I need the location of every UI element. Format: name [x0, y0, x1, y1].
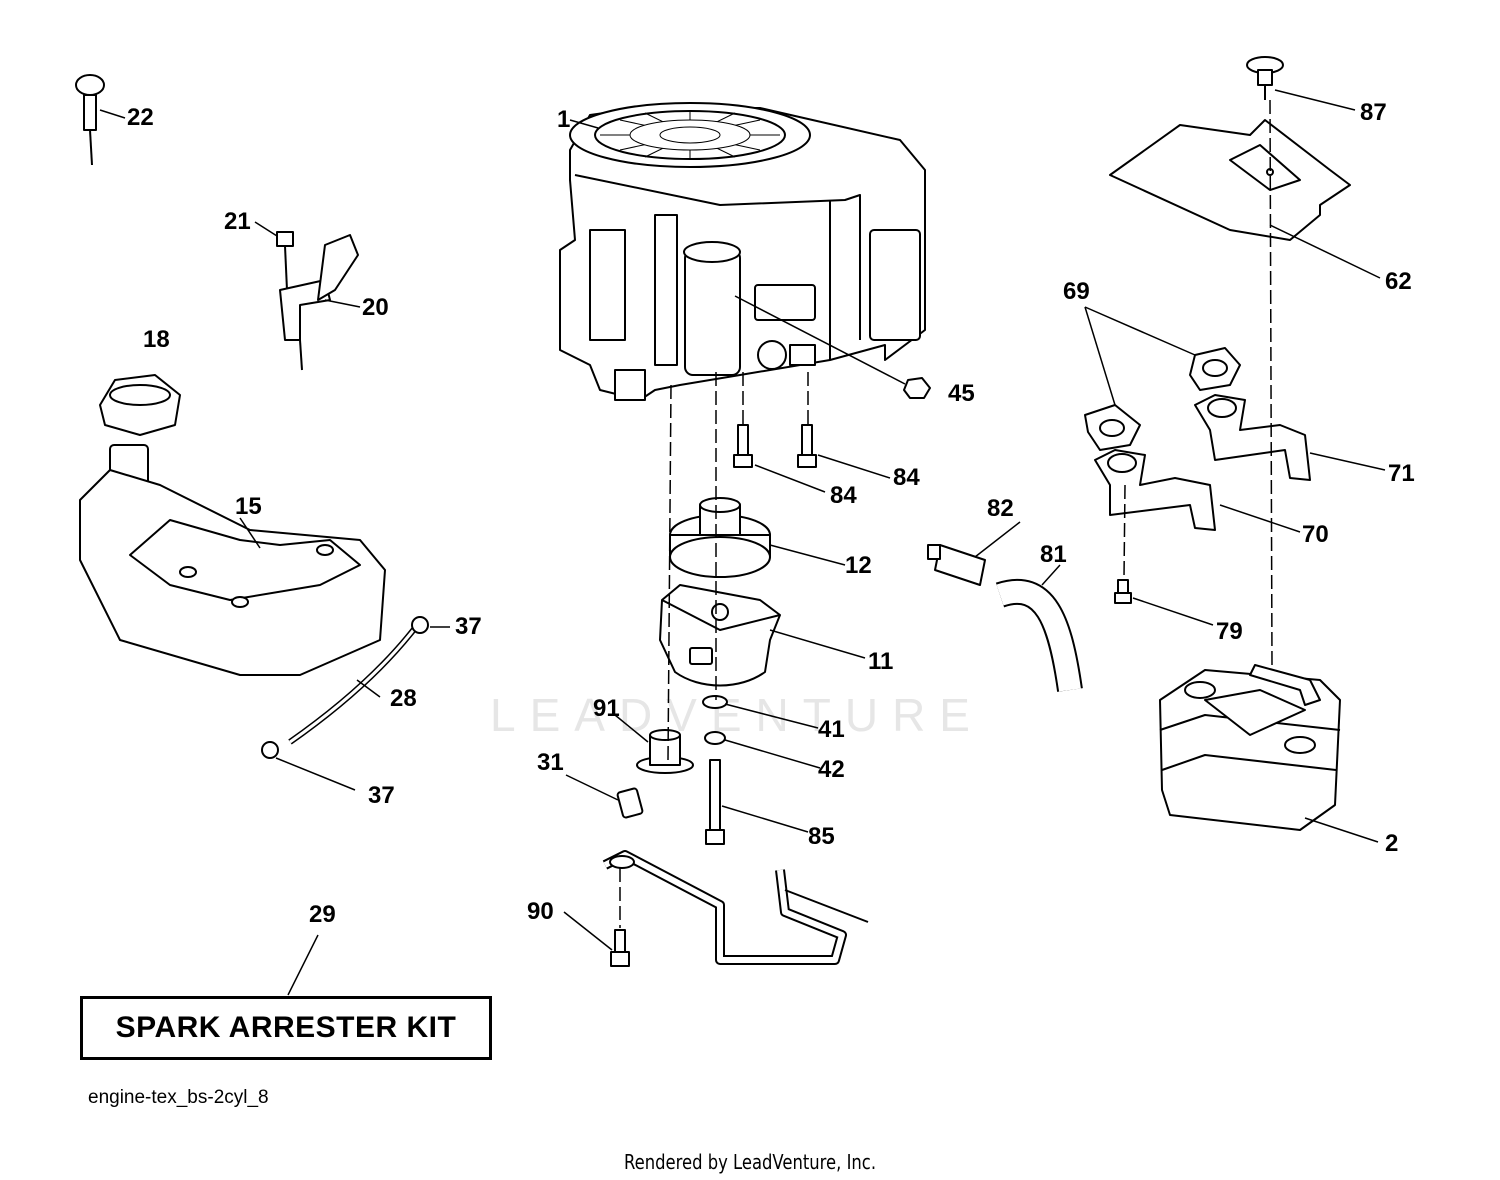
clutch-part — [659, 584, 781, 687]
callout-29: 29 — [309, 901, 336, 928]
callout-21: 21 — [224, 208, 251, 235]
fuel-filter-part — [927, 544, 1083, 692]
fuel-line-part — [261, 616, 429, 759]
bolt-part-87 — [1246, 56, 1284, 100]
spark-arrester-kit-label: SPARK ARRESTER KIT — [115, 1011, 457, 1044]
watermark: LEADVENTURE — [490, 689, 984, 741]
callout-12: 12 — [845, 552, 872, 579]
callout-62: 62 — [1385, 268, 1412, 295]
callout-37-bottom: 37 — [368, 782, 395, 809]
callout-42: 42 — [818, 756, 845, 783]
callout-85: 85 — [808, 823, 835, 850]
rendered-by-footer: Rendered by LeadVenture, Inc. — [623, 1150, 877, 1174]
pulley-part — [669, 497, 771, 578]
callout-84-right: 84 — [893, 464, 920, 491]
callout-71: 71 — [1388, 460, 1415, 487]
plug-part-22 — [75, 74, 105, 166]
callout-18: 18 — [143, 326, 170, 353]
callout-31: 31 — [537, 749, 564, 776]
engine-part — [559, 102, 926, 401]
callout-15: 15 — [235, 493, 262, 520]
screw-part-31 — [616, 787, 644, 819]
bolt-part-79 — [1114, 579, 1132, 604]
bracket-part — [602, 850, 869, 967]
callout-91: 91 — [593, 695, 620, 722]
washers-part — [702, 695, 728, 845]
callout-45: 45 — [948, 380, 975, 407]
diagram-file-id: engine-tex_bs-2cyl_8 — [88, 1087, 269, 1108]
spark-arrester-kit-box: SPARK ARRESTER KIT — [80, 996, 492, 1060]
bearing-part — [636, 729, 694, 774]
callout-70: 70 — [1302, 521, 1329, 548]
callout-2: 2 — [1385, 830, 1399, 857]
callout-69: 69 — [1063, 278, 1090, 305]
callout-87: 87 — [1360, 99, 1387, 126]
heat-shield-part — [1109, 119, 1351, 241]
nut-part — [903, 377, 931, 399]
callout-81: 81 — [1040, 541, 1067, 568]
callout-41: 41 — [818, 716, 845, 743]
callout-20: 20 — [362, 294, 389, 321]
fuel-cap-part — [99, 374, 181, 436]
muffler-part — [1159, 664, 1341, 831]
callout-90: 90 — [527, 898, 554, 925]
callout-22: 22 — [127, 104, 154, 131]
callout-1: 1 — [557, 106, 571, 133]
bolts-part-84 — [733, 424, 817, 468]
fuel-tank-part — [79, 444, 386, 676]
exhaust-pipes-part — [1084, 347, 1311, 531]
throttle-bracket-part — [276, 231, 359, 371]
callout-79: 79 — [1216, 618, 1243, 645]
callout-28: 28 — [390, 685, 417, 712]
callout-11: 11 — [868, 648, 894, 675]
callout-84-left: 84 — [830, 482, 857, 509]
callout-37-top: 37 — [455, 613, 482, 640]
callout-82: 82 — [987, 495, 1014, 522]
